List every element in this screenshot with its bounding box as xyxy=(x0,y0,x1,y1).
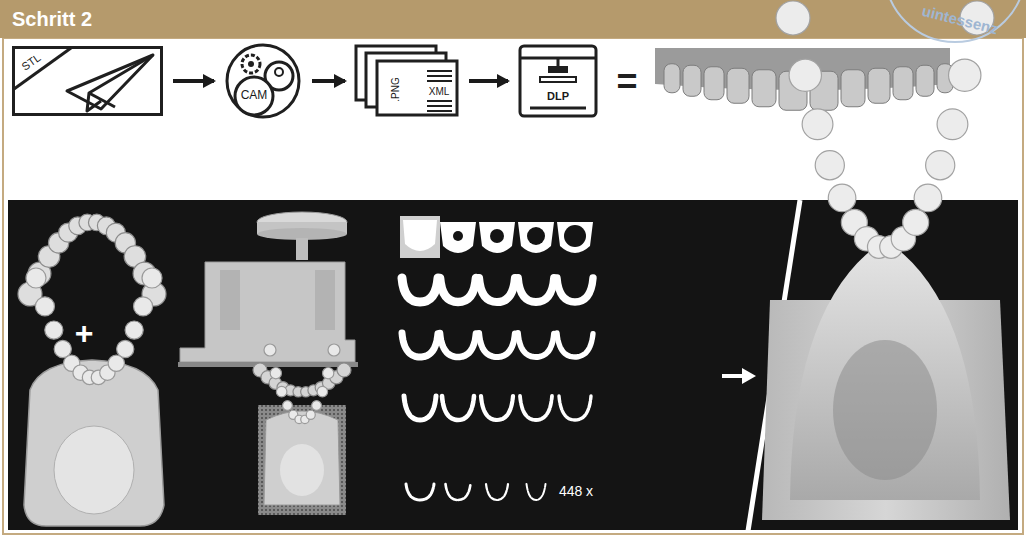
node-label: XML xyxy=(429,86,450,97)
tooth-arch xyxy=(18,214,166,306)
layer-count: 448 x xyxy=(559,484,593,499)
teeth-photo xyxy=(655,48,953,110)
cam-software-icon: CAM xyxy=(224,42,302,120)
equals-sign: = xyxy=(616,62,637,102)
node-label: .PNG xyxy=(389,77,400,101)
icon-outline xyxy=(518,44,598,118)
icon-outline xyxy=(355,45,459,117)
flow-arrow xyxy=(469,79,508,83)
result-arrow xyxy=(722,368,756,384)
slice-files-icon: .PNG XML xyxy=(355,45,459,117)
stl-file-icon: STL xyxy=(12,46,163,116)
printed-model xyxy=(762,1,1010,520)
figure-title: Schritt 2 xyxy=(12,8,92,30)
layer-slices xyxy=(400,216,593,500)
plus-sign: + xyxy=(75,316,94,351)
model-on-grid xyxy=(258,344,346,515)
dlp-printer-icon: DLP xyxy=(518,44,598,118)
icon-outline xyxy=(224,42,302,120)
flow-arrow xyxy=(173,79,214,83)
node-label: DLP xyxy=(547,90,569,102)
frame xyxy=(3,38,1023,534)
flow-arrow xyxy=(312,79,345,83)
header-band xyxy=(0,0,1026,38)
build-platform xyxy=(178,212,358,397)
dark-panel xyxy=(8,200,1018,530)
watermark-ring xyxy=(885,0,1025,42)
dental-model xyxy=(24,268,164,526)
node-label: CAM xyxy=(241,89,268,102)
